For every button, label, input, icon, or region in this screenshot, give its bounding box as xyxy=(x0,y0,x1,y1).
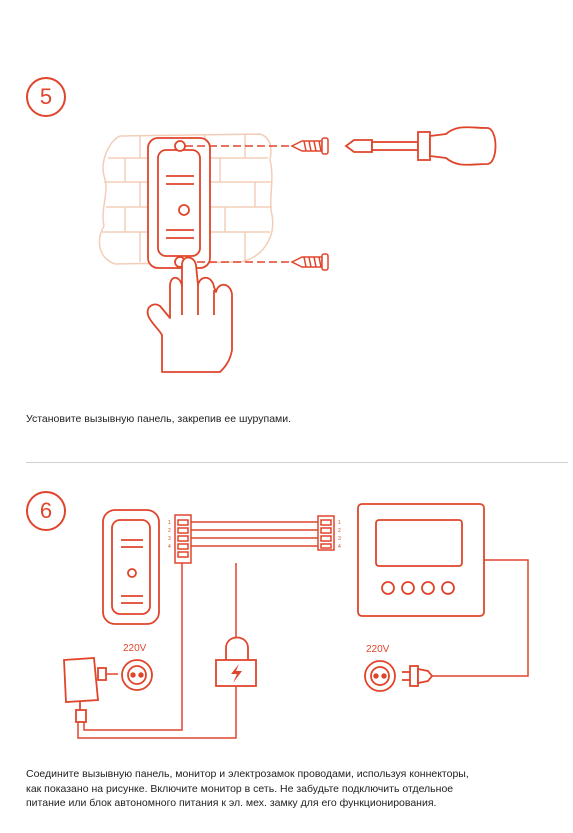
panel-pin-1: 1 xyxy=(168,520,171,526)
panel-pin-2: 2 xyxy=(168,528,171,534)
monitor-pin-1: 1 xyxy=(338,520,341,526)
screw-bottom-icon xyxy=(290,253,329,271)
hand-icon xyxy=(146,256,233,373)
wall-socket-right-icon xyxy=(364,660,396,692)
voltage-label-right: 220V xyxy=(366,644,390,655)
screw-lines xyxy=(185,145,292,263)
electric-lock-icon xyxy=(215,636,257,687)
step-6-number: 6 xyxy=(39,498,53,523)
power-adapter-icon xyxy=(63,657,107,723)
monitor-pin-2: 2 xyxy=(338,528,341,534)
panel-pin-labels: 1 2 3 4 xyxy=(168,520,171,550)
monitor-pin-3: 3 xyxy=(338,536,341,542)
panel-pin-3: 3 xyxy=(168,536,171,542)
step-6-badge: 6 xyxy=(26,491,66,531)
monitor-pin-4: 4 xyxy=(338,544,341,550)
screwdriver-icon xyxy=(344,126,497,166)
voltage-label-left: 220V xyxy=(123,643,147,654)
call-panel-small-icon xyxy=(102,509,160,625)
step-6-caption-line-3: питание или блок автономного питания к э… xyxy=(26,797,437,809)
call-panel-icon xyxy=(147,137,211,269)
step-6-caption: Соедините вызывную панель, монитор и эле… xyxy=(26,767,469,811)
monitor-pin-labels: 1 2 3 4 xyxy=(338,520,341,550)
step-5-badge: 5 xyxy=(26,77,66,117)
step-5-caption-text: Установите вызывную панель, закрепив ее … xyxy=(26,413,292,425)
monitor-connector-icon xyxy=(317,515,335,551)
step-6-caption-line-1: Соедините вызывную панель, монитор и эле… xyxy=(26,768,469,780)
wall-socket-left-icon xyxy=(121,659,153,691)
plug-icon xyxy=(402,665,434,687)
monitor-icon xyxy=(357,503,485,617)
step-6-caption-line-2: как показано на рисунке. Включите монито… xyxy=(26,782,454,795)
step-5-caption: Установите вызывную панель, закрепив ее … xyxy=(26,412,291,427)
panel-connector-icon xyxy=(174,514,192,564)
panel-pin-4: 4 xyxy=(168,544,171,550)
connection-wires xyxy=(191,521,318,547)
screw-top-icon xyxy=(290,137,329,155)
step-5-number: 5 xyxy=(39,84,53,109)
section-divider xyxy=(26,462,568,463)
